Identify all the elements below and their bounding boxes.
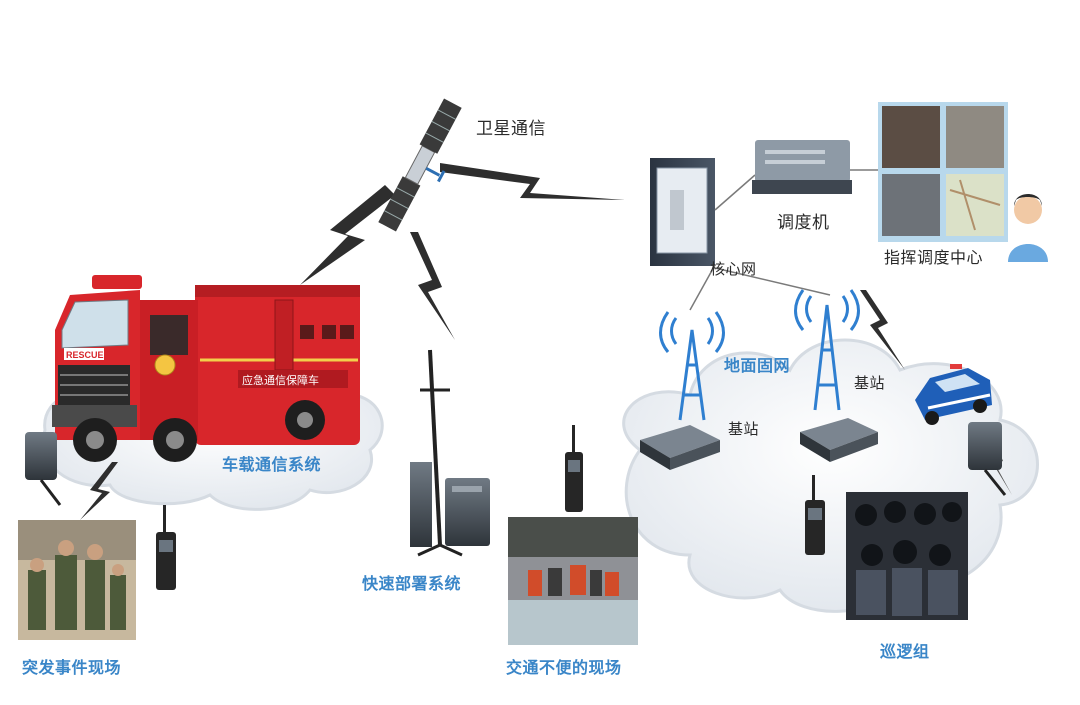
base-station-unit-left: [640, 425, 720, 470]
base-station-tower-right: [794, 289, 860, 411]
police-car-icon: [915, 364, 992, 425]
vehicle-radio-device-right: [968, 422, 1007, 496]
command-center-video-wall: [878, 102, 1008, 242]
rapid-deploy-equipment-icon: [410, 349, 490, 557]
incident-site-photo: [18, 520, 136, 640]
truck-side-text: 应急通信保障车: [242, 373, 319, 387]
traffic-site-photo: [508, 517, 638, 645]
command-center-label: 指挥调度中心: [884, 248, 984, 267]
ground-network-label: 地面固网: [724, 356, 791, 375]
base-station-label-left: 基站: [728, 420, 760, 438]
radio-icon-left: [156, 505, 176, 590]
dispatcher-device-icon: [752, 140, 852, 194]
truck-rescue-text: RESCUE: [66, 350, 104, 360]
bolt-satellite-core: [440, 163, 625, 200]
satellite-icon: [378, 98, 462, 232]
bolt-truck-ground: [80, 462, 118, 520]
emergency-truck-icon: RESCUE 应急通信保障车: [52, 275, 360, 462]
core-network-server-icon: [650, 158, 715, 266]
radio-icon-middle: [565, 425, 583, 512]
vehicle-comm-system-label: 车载通信系统: [222, 455, 322, 474]
patrol-team-photo: [846, 492, 968, 620]
satellite-communication-label: 卫星通信: [476, 119, 546, 139]
radio-icon-right: [805, 475, 825, 555]
base-station-unit-right: [800, 418, 878, 462]
patrol-team-label: 巡逻组: [880, 642, 930, 661]
dispatcher-label: 调度机: [777, 213, 830, 233]
bolt-satellite-rapid: [410, 232, 455, 340]
rapid-deploy-system-label: 快速部署系统: [362, 574, 462, 593]
base-station-label-right: 基站: [854, 374, 886, 392]
traffic-site-label: 交通不便的现场: [506, 658, 622, 677]
base-station-tower-left: [659, 311, 725, 421]
network-links: [689, 169, 880, 311]
vehicle-radio-device-left: [25, 432, 62, 506]
operator-avatar-icon: [1008, 194, 1048, 262]
bolt-satellite-truck: [300, 185, 395, 285]
core-network-label: 核心网: [710, 260, 757, 278]
incident-site-label: 突发事件现场: [22, 658, 122, 677]
